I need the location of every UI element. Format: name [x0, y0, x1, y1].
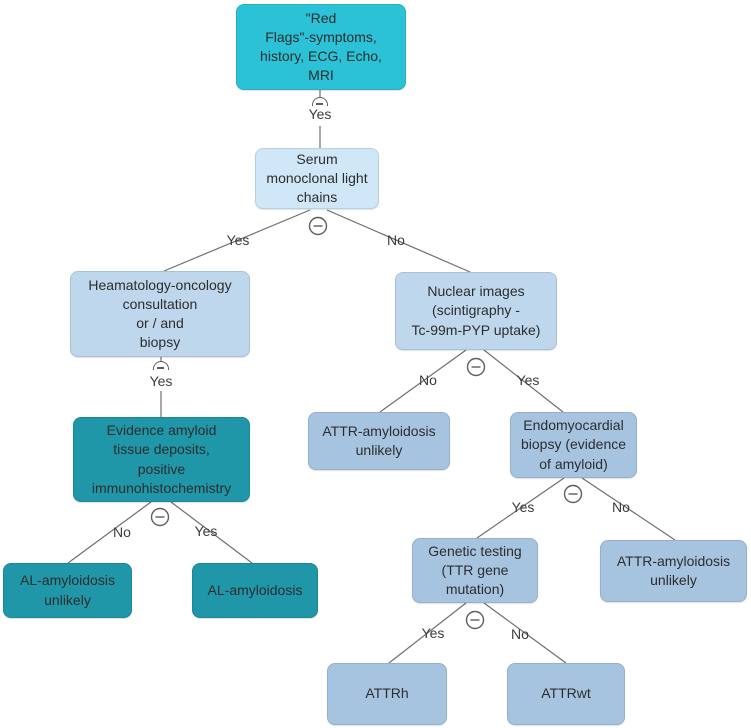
edge-label-yes: Yes — [194, 523, 218, 539]
edge-label-yes: Yes — [516, 372, 540, 388]
node-label: Endomyocardial biopsy (evidence of amylo… — [520, 417, 627, 472]
node-label: Nuclear images (scintigraphy - Tc-99m-PY… — [411, 283, 541, 338]
edge-line-genetic-attrwt — [483, 602, 567, 664]
node-label: ATTR-amyloidosis unlikely — [616, 552, 731, 588]
edge-line-nuclear-endomyocardial — [483, 349, 564, 413]
edge-label-no: No — [612, 499, 630, 515]
edge-label-no: No — [387, 232, 405, 248]
edge-line-serum-nuclear — [326, 209, 471, 273]
collapse-handle-icon — [312, 97, 328, 106]
node-attr-amyloidosis-unlikely-left: ATTR-amyloidosis unlikely — [308, 412, 450, 470]
node-label: AL-amyloidosis unlikely — [20, 572, 115, 608]
node-al-amyloidosis-unlikely: AL-amyloidosis unlikely — [3, 563, 132, 618]
node-nuclear-images: Nuclear images (scintigraphy - Tc-99m-PY… — [395, 272, 557, 350]
edge-label-no: No — [113, 524, 131, 540]
edge-line-evidence-alamyloidosis — [170, 501, 253, 564]
edge-label-no: No — [511, 626, 529, 642]
edge-label-yes: Yes — [308, 106, 332, 122]
node-serum-monoclonal-light-chains: Serum monoclonal light chains — [255, 148, 379, 209]
edge-line-endomyocardial-genetic — [476, 477, 565, 539]
edge-label-yes: Yes — [511, 499, 535, 515]
node-heamatology-oncology: Heamatology-oncology consultation or / a… — [70, 271, 250, 357]
edge-label-no: No — [419, 372, 437, 388]
collapse-handle-icon — [153, 361, 169, 370]
minus-icon — [316, 103, 323, 105]
edge-line-evidence-alunlikely — [67, 501, 152, 564]
node-attrh: ATTRh — [327, 663, 447, 725]
edge-label-yes: Yes — [149, 373, 173, 389]
node-label: ATTRh — [365, 685, 409, 702]
node-label: Genetic testing (TTR gene mutation) — [428, 542, 522, 598]
node-attr-amyloidosis-unlikely-right: ATTR-amyloidosis unlikely — [600, 540, 747, 602]
node-red-flags: "Red Flags"-symptoms, history, ECG, Echo… — [236, 4, 406, 90]
minus-icon — [157, 367, 164, 369]
edge-line-group — [67, 90, 676, 664]
node-label: Serum monoclonal light chains — [266, 150, 368, 206]
node-evidence-amyloid: Evidence amyloid tissue deposits, positi… — [73, 417, 250, 502]
node-genetic-testing: Genetic testing (TTR gene mutation) — [412, 538, 538, 603]
edge-line-nuclear-attrunlikelyleft — [379, 349, 467, 413]
edge-line-endomyocardial-attrunlikelyright — [581, 477, 676, 541]
node-label: ATTR-amyloidosis unlikely — [322, 422, 436, 458]
node-label: ATTRwt — [541, 685, 591, 702]
node-label: "Red Flags"-symptoms, history, ECG, Echo… — [260, 9, 382, 84]
node-label: AL-amyloidosis — [207, 581, 303, 598]
edge-label-yes: Yes — [226, 232, 250, 248]
node-label: Heamatology-oncology consultation or / a… — [88, 276, 232, 351]
collapse-handle-group — [150, 216, 583, 630]
edge-line-serum-heamatology — [163, 209, 311, 272]
node-endomyocardial-biopsy: Endomyocardial biopsy (evidence of amylo… — [510, 412, 637, 478]
edge-line-genetic-attrh — [388, 602, 467, 664]
edge-label-yes: Yes — [421, 625, 445, 641]
node-attrwt: ATTRwt — [507, 663, 625, 725]
node-label: Evidence amyloid tissue deposits, positi… — [91, 422, 232, 496]
node-al-amyloidosis: AL-amyloidosis — [192, 563, 318, 618]
